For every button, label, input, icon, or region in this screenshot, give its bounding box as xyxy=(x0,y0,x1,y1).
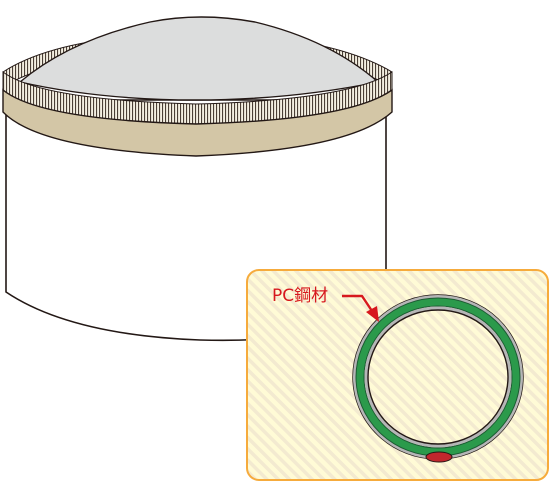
inset-panel xyxy=(246,269,549,481)
callout-arrow-head xyxy=(366,306,379,322)
cross-section-inset: PC鋼材 xyxy=(246,269,549,481)
ring-cross-section xyxy=(352,294,524,463)
tank xyxy=(2,16,393,342)
prestress-band xyxy=(2,88,393,157)
callout-arrow-line xyxy=(342,294,373,312)
anchorage-block xyxy=(425,451,453,463)
dome-roof xyxy=(18,16,380,101)
pc-steel-label: PC鋼材 xyxy=(272,286,328,306)
